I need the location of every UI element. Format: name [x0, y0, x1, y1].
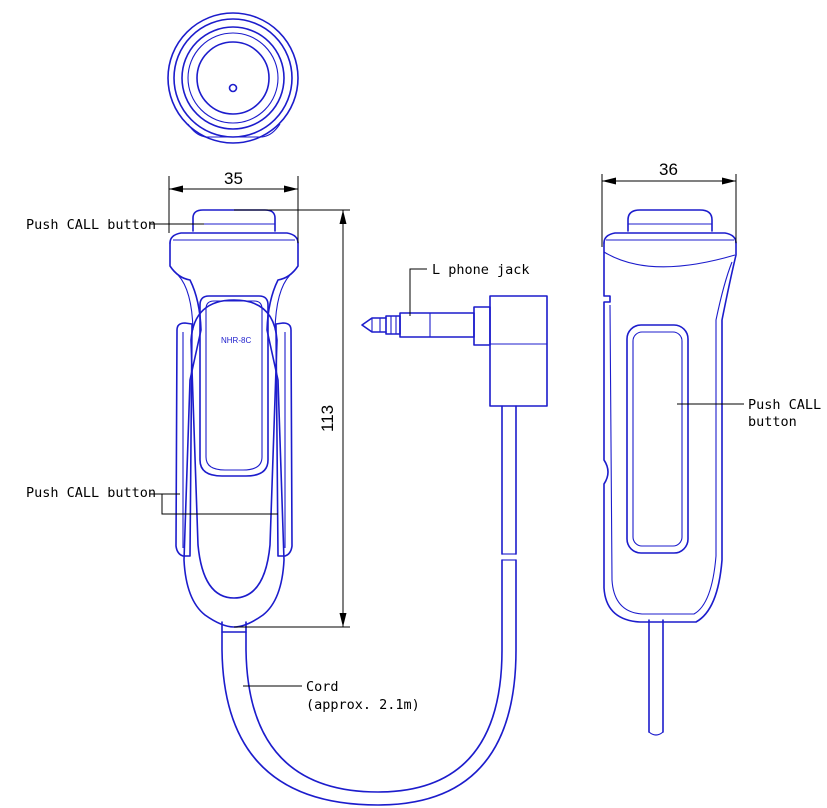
label-push-call-right-line1: Push CALL [748, 397, 821, 413]
model-label: NHR-8C [221, 336, 251, 345]
dimension-width-side: 36 [601, 160, 737, 247]
label-push-call-top: Push CALL button [26, 217, 156, 233]
dimension-width-side-value: 36 [659, 160, 678, 179]
callout-push-call-right: Push CALL button [677, 397, 821, 430]
callout-phone-jack: L phone jack [409, 262, 530, 316]
front-right-grip [275, 322, 293, 557]
phone-jack [361, 295, 548, 407]
callout-push-call-left: Push CALL button [26, 485, 278, 515]
front-left-grip [175, 322, 193, 557]
label-phone-jack: L phone jack [432, 262, 530, 278]
callout-push-call-top: Push CALL button [26, 217, 204, 233]
side-call-button [626, 324, 689, 554]
front-label-window [199, 295, 269, 477]
front-call-button-top [192, 209, 276, 232]
label-push-call-left: Push CALL button [26, 485, 156, 501]
callout-cord: Cord (approx. 2.1m) [243, 679, 420, 713]
dimension-height: 113 [234, 209, 350, 628]
side-call-button-top [627, 209, 713, 232]
label-cord-line2: (approx. 2.1m) [306, 697, 420, 713]
dimension-width-front: 35 [168, 169, 299, 243]
side-view [603, 209, 737, 736]
cord [221, 405, 517, 806]
label-push-call-right-line2: button [748, 414, 797, 430]
dimension-width-front-value: 35 [224, 169, 243, 188]
label-cord-line1: Cord [306, 679, 339, 695]
dimension-height-value: 113 [318, 405, 337, 432]
front-view: NHR-8C [169, 209, 299, 633]
top-view [167, 12, 299, 144]
side-body-outline [603, 242, 737, 623]
